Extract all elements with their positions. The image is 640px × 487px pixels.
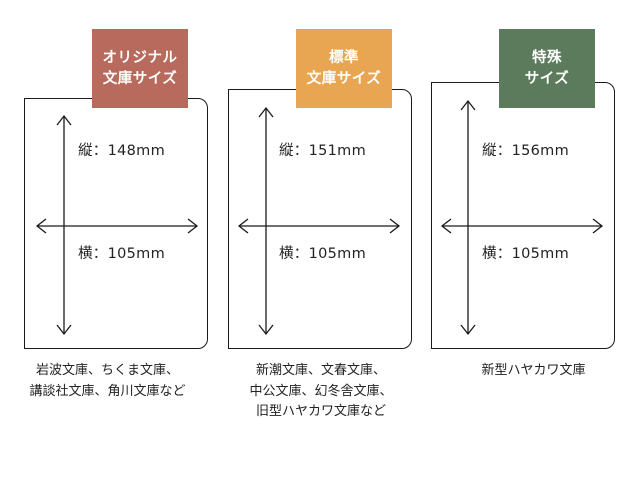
caption-line: 岩波文庫、ちくま文庫、 xyxy=(35,363,179,378)
arrowhead-right xyxy=(592,218,604,234)
arrowhead-up xyxy=(258,106,274,118)
caption-line: 講談社文庫、角川文庫など xyxy=(29,383,186,399)
caption: 新型ハヤカワ文庫 xyxy=(427,361,640,382)
dimension-arrows xyxy=(35,114,199,336)
caption: 岩波文庫、ちくま文庫、 講談社文庫、角川文庫など xyxy=(0,361,215,402)
badge-line-2: サイズ xyxy=(524,70,570,87)
height-label: 縦：148mm xyxy=(78,143,166,159)
width-label: 横：105mm xyxy=(279,246,367,262)
arrowhead-down xyxy=(460,324,476,336)
badge-line-2: 文庫サイズ xyxy=(102,70,178,87)
arrowhead-right xyxy=(389,218,401,234)
panel-special: 特殊 サイズ 縦：156mm 横：105mm 新型ハヤカワ文庫 xyxy=(427,0,640,487)
arrowhead-down xyxy=(56,324,72,336)
caption-line: 旧型ハヤカワ文庫など xyxy=(255,404,386,419)
arrowhead-down xyxy=(258,324,274,336)
dimension-arrows xyxy=(237,106,401,336)
badge-line-2: 文庫サイズ xyxy=(306,70,382,87)
arrowhead-up xyxy=(56,114,72,126)
badge-line-1: オリジナル xyxy=(102,49,178,66)
caption: 新潮文庫、文春文庫、 中公文庫、幻冬舎文庫、 旧型ハヤカワ文庫など xyxy=(215,361,427,423)
book-outline xyxy=(431,82,615,349)
arrowhead-left xyxy=(237,218,249,234)
size-badge: オリジナル 文庫サイズ xyxy=(92,29,188,108)
width-label: 横：105mm xyxy=(482,246,570,262)
arrowhead-right xyxy=(187,218,199,234)
width-label: 横：105mm xyxy=(78,246,166,262)
height-label: 縦：151mm xyxy=(279,143,367,159)
badge-line-1: 標準 xyxy=(329,49,359,66)
panel-standard: 標準 文庫サイズ 縦：151mm 横：105mm 新潮文庫、文春文庫、 中公文庫… xyxy=(215,0,427,487)
size-badge: 標準 文庫サイズ xyxy=(296,29,392,108)
badge-line-1: 特殊 xyxy=(532,49,562,66)
book-outline xyxy=(24,98,208,349)
panel-original: オリジナル 文庫サイズ 縦：148mm 横：105mm 岩波文庫、ちくま文庫、 … xyxy=(0,0,215,487)
arrowhead-left xyxy=(440,218,452,234)
dimension-arrows xyxy=(440,99,604,336)
caption-line: 新型ハヤカワ文庫 xyxy=(481,363,586,378)
caption-line: 中公文庫、幻冬舎文庫、 xyxy=(249,383,393,399)
size-badge: 特殊 サイズ xyxy=(499,29,595,108)
arrowhead-up xyxy=(460,99,476,111)
height-label: 縦：156mm xyxy=(482,143,570,159)
arrowhead-left xyxy=(35,218,47,234)
caption-line: 新潮文庫、文春文庫、 xyxy=(255,363,386,378)
book-outline xyxy=(228,89,412,349)
